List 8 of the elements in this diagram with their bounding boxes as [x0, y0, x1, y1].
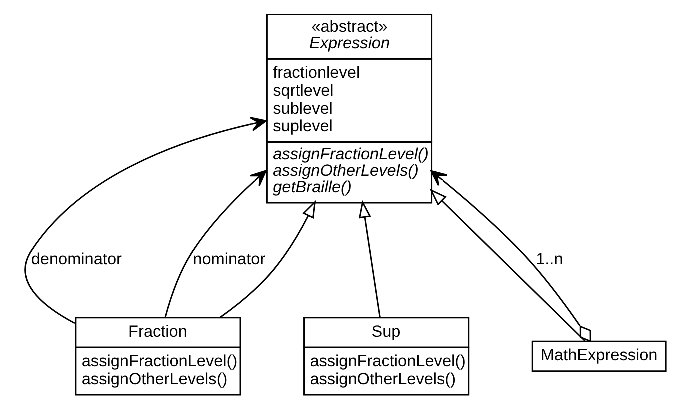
- arrow: [220, 200, 316, 318]
- arrow: [358, 200, 381, 318]
- edge-label: 1..n: [536, 250, 564, 268]
- edge-label: denominator: [31, 250, 122, 268]
- edge-label: nominator: [193, 250, 266, 268]
- node-box: MathExpression: [532, 340, 667, 372]
- arrow: [24, 116, 267, 324]
- arrow: [164, 170, 267, 318]
